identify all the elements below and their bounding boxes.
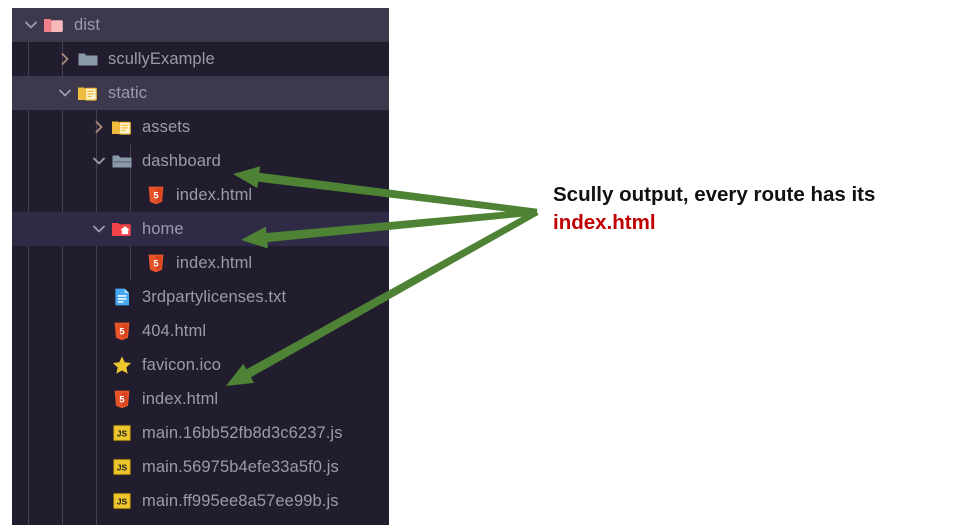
tree-item-favicon-ico[interactable]: favicon.ico: [12, 348, 389, 382]
tree-item-label: assets: [142, 117, 191, 136]
tree-item-main-56975b4efe33a5f0-js[interactable]: JS main.56975b4efe33a5f0.js: [12, 450, 389, 484]
tree-item-label: index.html: [142, 389, 219, 408]
tree-item-label: dist: [74, 15, 101, 34]
svg-text:JS: JS: [117, 463, 128, 473]
tree-item-label: dashboard: [142, 151, 221, 170]
twisty-placeholder: [124, 186, 142, 204]
twisty-placeholder: [124, 254, 142, 272]
folder-open-icon: [111, 150, 133, 172]
svg-text:5: 5: [119, 327, 125, 338]
tree-item-404-html[interactable]: 5 404.html: [12, 314, 389, 348]
text-file-icon: [111, 286, 133, 308]
tree-item-3rdpartylicenses-txt[interactable]: 3rdpartylicenses.txt: [12, 280, 389, 314]
file-tree-panel[interactable]: dist scullyExample static assets dashboard 5 i…: [12, 8, 389, 525]
tree-item-dist[interactable]: dist: [12, 8, 389, 42]
star-icon: [111, 354, 133, 376]
folder-doc-yellow-icon: [77, 82, 99, 104]
javascript-icon: JS: [111, 422, 133, 444]
annotation-text: Scully output, every route has its index…: [553, 181, 953, 237]
html5-icon: 5: [111, 320, 133, 342]
twisty-placeholder: [90, 356, 108, 374]
annotation-line-1: Scully output, every route has its: [553, 183, 876, 206]
svg-text:5: 5: [119, 395, 125, 406]
tree-item-label: 404.html: [142, 321, 207, 340]
chevron-down-icon[interactable]: [90, 152, 108, 170]
chevron-right-icon[interactable]: [90, 118, 108, 136]
folder-home-red-icon: [111, 218, 133, 240]
tree-item-assets[interactable]: assets: [12, 110, 389, 144]
tree-item-static[interactable]: static: [12, 76, 389, 110]
tree-item-label: index.html: [176, 253, 253, 272]
tree-item-label: scullyExample: [108, 49, 215, 68]
tree-item-label: main.16bb52fb8d3c6237.js: [142, 423, 343, 442]
svg-text:5: 5: [153, 259, 159, 270]
html5-icon: 5: [145, 184, 167, 206]
html5-icon: 5: [145, 252, 167, 274]
tree-item-label: static: [108, 83, 148, 102]
tree-item-home-index-html[interactable]: 5 index.html: [12, 246, 389, 280]
svg-text:JS: JS: [117, 429, 128, 439]
twisty-placeholder: [90, 288, 108, 306]
chevron-right-icon[interactable]: [56, 50, 74, 68]
svg-text:5: 5: [153, 191, 159, 202]
file-tree-rows: dist scullyExample static assets dashboard 5 i…: [12, 8, 389, 518]
folder-doc-yellow-icon: [111, 116, 133, 138]
chevron-down-icon[interactable]: [90, 220, 108, 238]
tree-item-dashboard[interactable]: dashboard: [12, 144, 389, 178]
svg-text:JS: JS: [117, 497, 128, 507]
tree-item-label: main.56975b4efe33a5f0.js: [142, 457, 339, 476]
annotation-line-2: index.html: [553, 211, 656, 234]
chevron-down-icon[interactable]: [56, 84, 74, 102]
javascript-icon: JS: [111, 456, 133, 478]
javascript-icon: JS: [111, 490, 133, 512]
chevron-down-icon[interactable]: [22, 16, 40, 34]
folder-closed-icon: [77, 48, 99, 70]
twisty-placeholder: [90, 492, 108, 510]
twisty-placeholder: [90, 424, 108, 442]
tree-item-root-index-html[interactable]: 5 index.html: [12, 382, 389, 416]
tree-item-label: favicon.ico: [142, 355, 222, 374]
tree-item-dashboard-index-html[interactable]: 5 index.html: [12, 178, 389, 212]
tree-item-label: home: [142, 219, 184, 238]
tree-item-label: main.ff995ee8a57ee99b.js: [142, 491, 339, 510]
tree-item-main-ff995ee8a57ee99b-js[interactable]: JS main.ff995ee8a57ee99b.js: [12, 484, 389, 518]
folder-root-pink-icon: [43, 14, 65, 36]
twisty-placeholder: [90, 390, 108, 408]
twisty-placeholder: [90, 322, 108, 340]
tree-item-main-16bb52fb8d3c6237-js[interactable]: JS main.16bb52fb8d3c6237.js: [12, 416, 389, 450]
tree-item-label: 3rdpartylicenses.txt: [142, 287, 287, 306]
twisty-placeholder: [90, 458, 108, 476]
html5-icon: 5: [111, 388, 133, 410]
tree-item-scullyexample[interactable]: scullyExample: [12, 42, 389, 76]
tree-item-home[interactable]: home: [12, 212, 389, 246]
tree-item-label: index.html: [176, 185, 253, 204]
